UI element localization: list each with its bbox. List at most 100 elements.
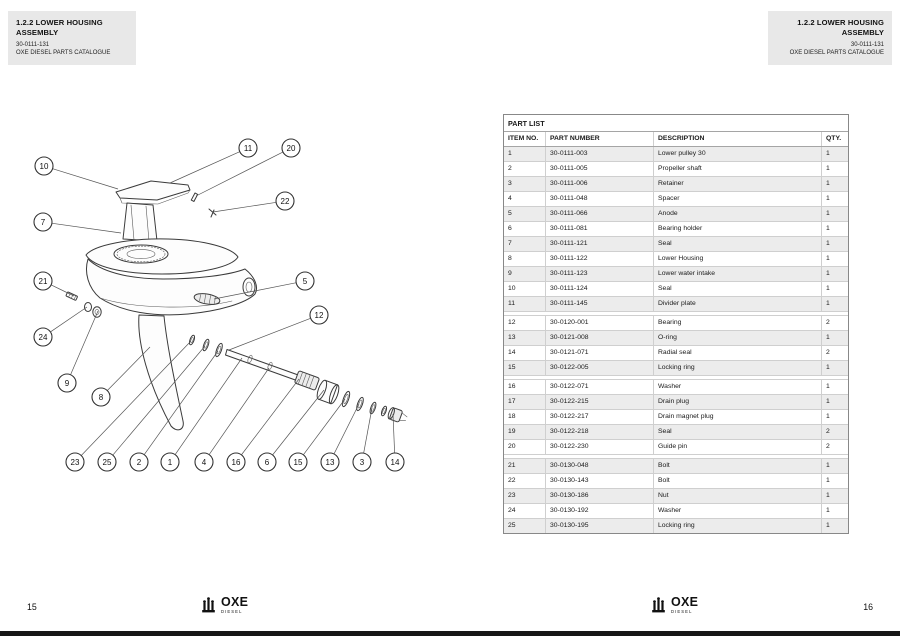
description-cell: Bolt	[654, 459, 822, 473]
item-no-cell: 6	[504, 222, 546, 236]
guide-pin-part	[190, 192, 199, 202]
oxe-logo-left: OXE DIESEL	[200, 596, 248, 614]
svg-text:12: 12	[315, 311, 324, 320]
part-number-cell: 30-0122-215	[546, 395, 654, 409]
svg-text:6: 6	[265, 458, 270, 467]
part-number-cell: 30-0111-048	[546, 192, 654, 206]
shaft-bore-part	[242, 277, 256, 297]
description-cell: Spacer	[654, 192, 822, 206]
qty-cell: 1	[826, 334, 830, 341]
brand-name: OXE	[221, 595, 249, 609]
page-title-line1: 1.2.2 LOWER HOUSING	[16, 18, 103, 27]
col-header-qty: QTY.	[826, 135, 842, 142]
catalogue-name: OXE DIESEL PARTS CATALOGUE	[16, 50, 111, 56]
description-cell: Lower pulley 30	[654, 147, 822, 161]
nose-bolt-part	[65, 291, 78, 301]
callout-balloon-2: 2	[129, 350, 219, 472]
part-number-cell: 30-0111-066	[546, 207, 654, 221]
part-number-cell: 30-0111-005	[546, 162, 654, 176]
qty-cell: 1	[826, 165, 830, 172]
qty-cell: 2	[826, 428, 830, 435]
part-number-cell: 30-0121-008	[546, 331, 654, 345]
item-no-cell: 19	[504, 425, 546, 439]
svg-text:20: 20	[287, 144, 296, 153]
page-number-left: 15	[27, 602, 37, 612]
description-cell: Guide pin	[654, 440, 822, 454]
oxe-logo-right: OXE DIESEL	[650, 596, 698, 614]
item-no-cell: 3	[504, 177, 546, 191]
callout-balloon-20: 20	[195, 138, 301, 197]
part-number-cell: 30-0111-081	[546, 222, 654, 236]
callout-balloon-21: 21	[33, 271, 75, 297]
brand-name: OXE	[671, 595, 699, 609]
qty-cell: 1	[826, 225, 830, 232]
part-number-cell: 30-0122-230	[546, 440, 654, 454]
callout-balloon-7: 7	[33, 212, 122, 234]
part-number-cell: 30-0122-005	[546, 361, 654, 375]
svg-text:7: 7	[41, 218, 46, 227]
part-number-cell: 30-0111-006	[546, 177, 654, 191]
callout-balloon-3: 3	[352, 407, 373, 472]
bearing-holder-part	[316, 379, 340, 405]
svg-text:22: 22	[281, 197, 290, 206]
description-cell: Seal	[654, 237, 822, 251]
callout-balloon-25: 25	[97, 345, 206, 472]
item-no-cell: 1	[504, 147, 546, 161]
item-no-cell: 24	[504, 504, 546, 518]
qty-cell: 1	[826, 462, 830, 469]
svg-text:4: 4	[202, 458, 207, 467]
callout-balloon-12: 12	[228, 305, 329, 351]
qty-cell: 1	[826, 398, 830, 405]
page-title-line2: ASSEMBLY	[841, 27, 884, 37]
header-right: 1.2.2 LOWER HOUSING ASSEMBLY 30-0111-131…	[768, 11, 892, 65]
svg-text:1: 1	[168, 458, 173, 467]
callout-balloon-8: 8	[91, 346, 151, 407]
part-number-cell: 30-0130-192	[546, 504, 654, 518]
callout-balloon-9: 9	[57, 310, 99, 393]
svg-text:24: 24	[39, 333, 48, 342]
description-cell: Locking ring	[654, 519, 822, 533]
callout-balloon-22: 22	[212, 191, 295, 213]
cavitation-plate-part	[85, 238, 239, 275]
qty-cell: 1	[826, 255, 830, 262]
description-cell: Seal	[654, 425, 822, 439]
callout-balloon-15: 15	[288, 398, 346, 472]
shaft-assembly-parts	[188, 334, 408, 423]
catalogue-name: OXE DIESEL PARTS CATALOGUE	[789, 50, 884, 56]
description-cell: Seal	[654, 282, 822, 296]
qty-cell: 1	[826, 507, 830, 514]
svg-text:5: 5	[303, 277, 308, 286]
part-number-cell: 30-0122-218	[546, 425, 654, 439]
item-no-cell: 14	[504, 346, 546, 360]
description-cell: Anode	[654, 207, 822, 221]
qty-cell: 2	[826, 319, 830, 326]
item-no-cell: 9	[504, 267, 546, 281]
description-cell: Drain magnet plug	[654, 410, 822, 424]
diagram-art	[65, 180, 408, 431]
page-number-right: 16	[863, 602, 873, 612]
screw-part	[208, 208, 217, 218]
qty-cell: 1	[826, 383, 830, 390]
item-no-cell: 13	[504, 331, 546, 345]
callout-balloon-24: 24	[33, 306, 88, 347]
callout-balloon-23: 23	[65, 340, 192, 472]
part-number-cell: 30-0122-217	[546, 410, 654, 424]
part-number-cell: 30-0111-123	[546, 267, 654, 281]
oxe-brand-icon	[652, 596, 665, 612]
description-cell: Bearing holder	[654, 222, 822, 236]
